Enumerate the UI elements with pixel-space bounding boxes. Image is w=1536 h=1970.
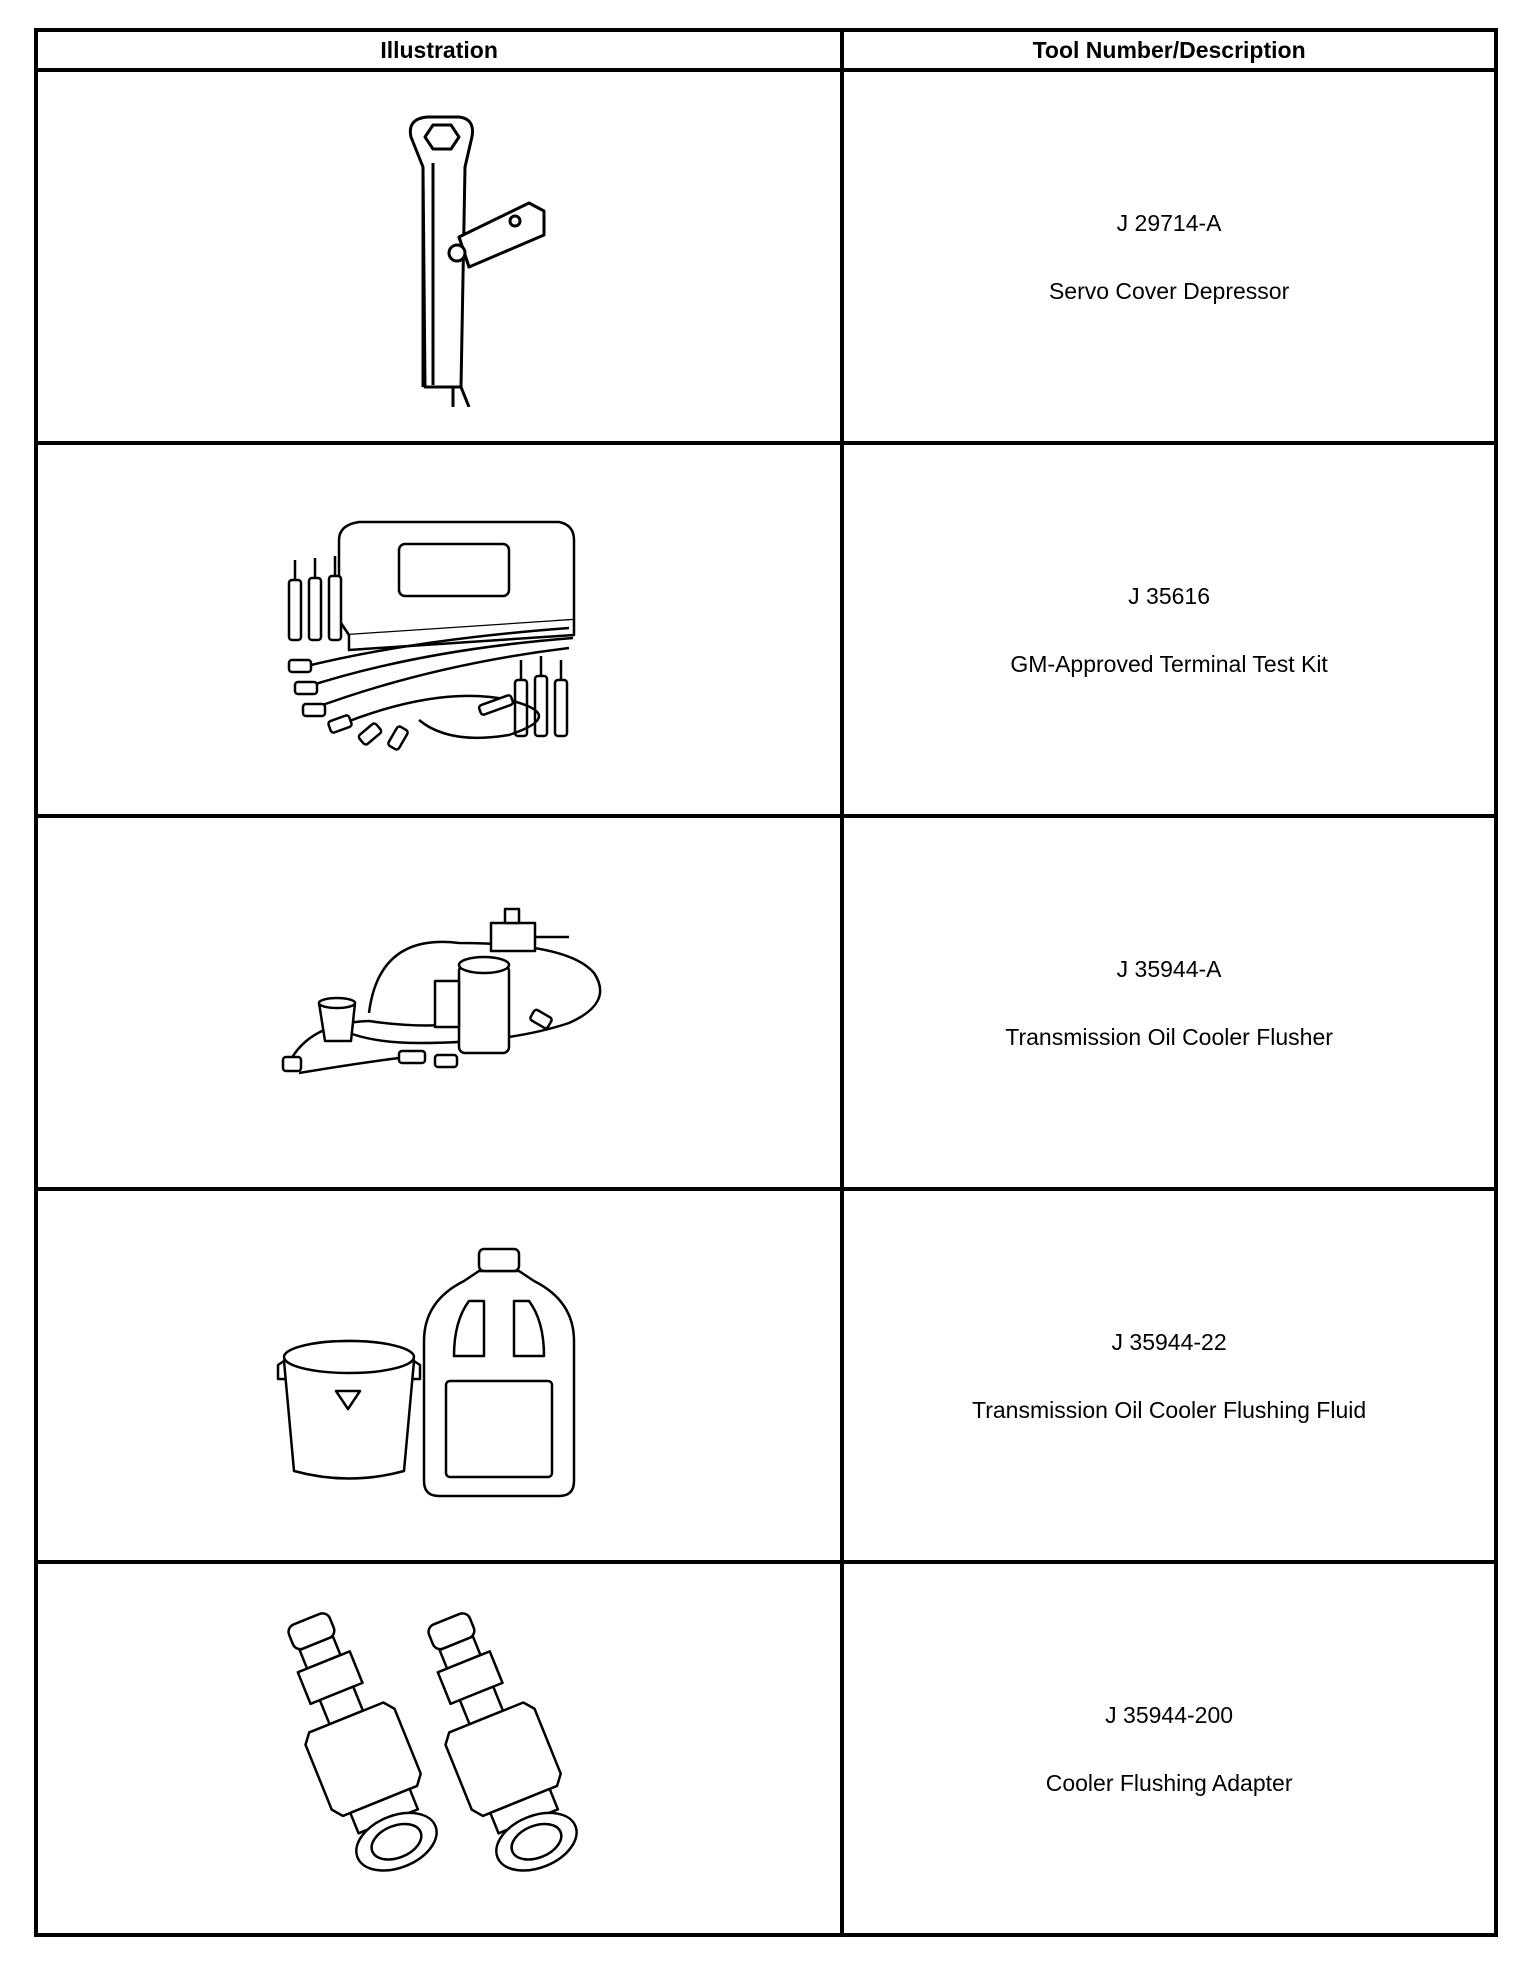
tool-cell: J 29714-A Servo Cover Depressor: [840, 68, 1498, 445]
illustration-cell: [33, 814, 845, 1191]
tool-cell: J 35944-22 Transmission Oil Cooler Flush…: [840, 1187, 1498, 1564]
tool-description: Transmission Oil Cooler Flushing Fluid: [972, 1396, 1367, 1423]
tool-number: J 29714-A: [1116, 209, 1222, 236]
table-row: J 35616 GM-Approved Terminal Test Kit: [33, 441, 1498, 818]
illustration-cell: [33, 441, 845, 818]
tool-cell: J 35616 GM-Approved Terminal Test Kit: [840, 441, 1498, 818]
servo-cover-depressor-icon: [408, 115, 546, 407]
tool-description: GM-Approved Terminal Test Kit: [1010, 650, 1328, 677]
header-tool-number-description: Tool Number/Description: [840, 28, 1498, 72]
illustration-cell: [33, 68, 845, 445]
tool-number: J 35944-200: [1105, 1701, 1234, 1728]
flushing-adapter-icon: [287, 1611, 578, 1872]
illustration-cell: [33, 1560, 845, 1937]
tool-number: J 35944-22: [1111, 1328, 1227, 1355]
flushing-fluid-icon: [276, 1247, 576, 1497]
table-row: J 29714-A Servo Cover Depressor: [33, 68, 1498, 445]
table-row: J 35944-22 Transmission Oil Cooler Flush…: [33, 1187, 1498, 1564]
table-row: J 35944-200 Cooler Flushing Adapter: [33, 1560, 1498, 1937]
header-illustration: Illustration: [33, 28, 845, 72]
tool-number: J 35616: [1128, 582, 1211, 609]
tool-cell: J 35944-A Transmission Oil Cooler Flushe…: [840, 814, 1498, 1191]
tool-number: J 35944-A: [1116, 955, 1222, 982]
tool-cell: J 35944-200 Cooler Flushing Adapter: [840, 1560, 1498, 1937]
special-tools-table: Illustration Tool Number/Description: [33, 28, 1498, 1937]
illustration-cell: [33, 1187, 845, 1564]
tool-description: Cooler Flushing Adapter: [1045, 1769, 1293, 1796]
tool-description: Servo Cover Depressor: [1048, 277, 1290, 304]
table-row: J 35944-A Transmission Oil Cooler Flushe…: [33, 814, 1498, 1191]
tool-description: Transmission Oil Cooler Flusher: [1005, 1023, 1333, 1050]
oil-cooler-flusher-icon: [281, 907, 602, 1074]
terminal-test-kit-icon: [287, 520, 576, 751]
header-row: Illustration Tool Number/Description: [33, 28, 1498, 72]
